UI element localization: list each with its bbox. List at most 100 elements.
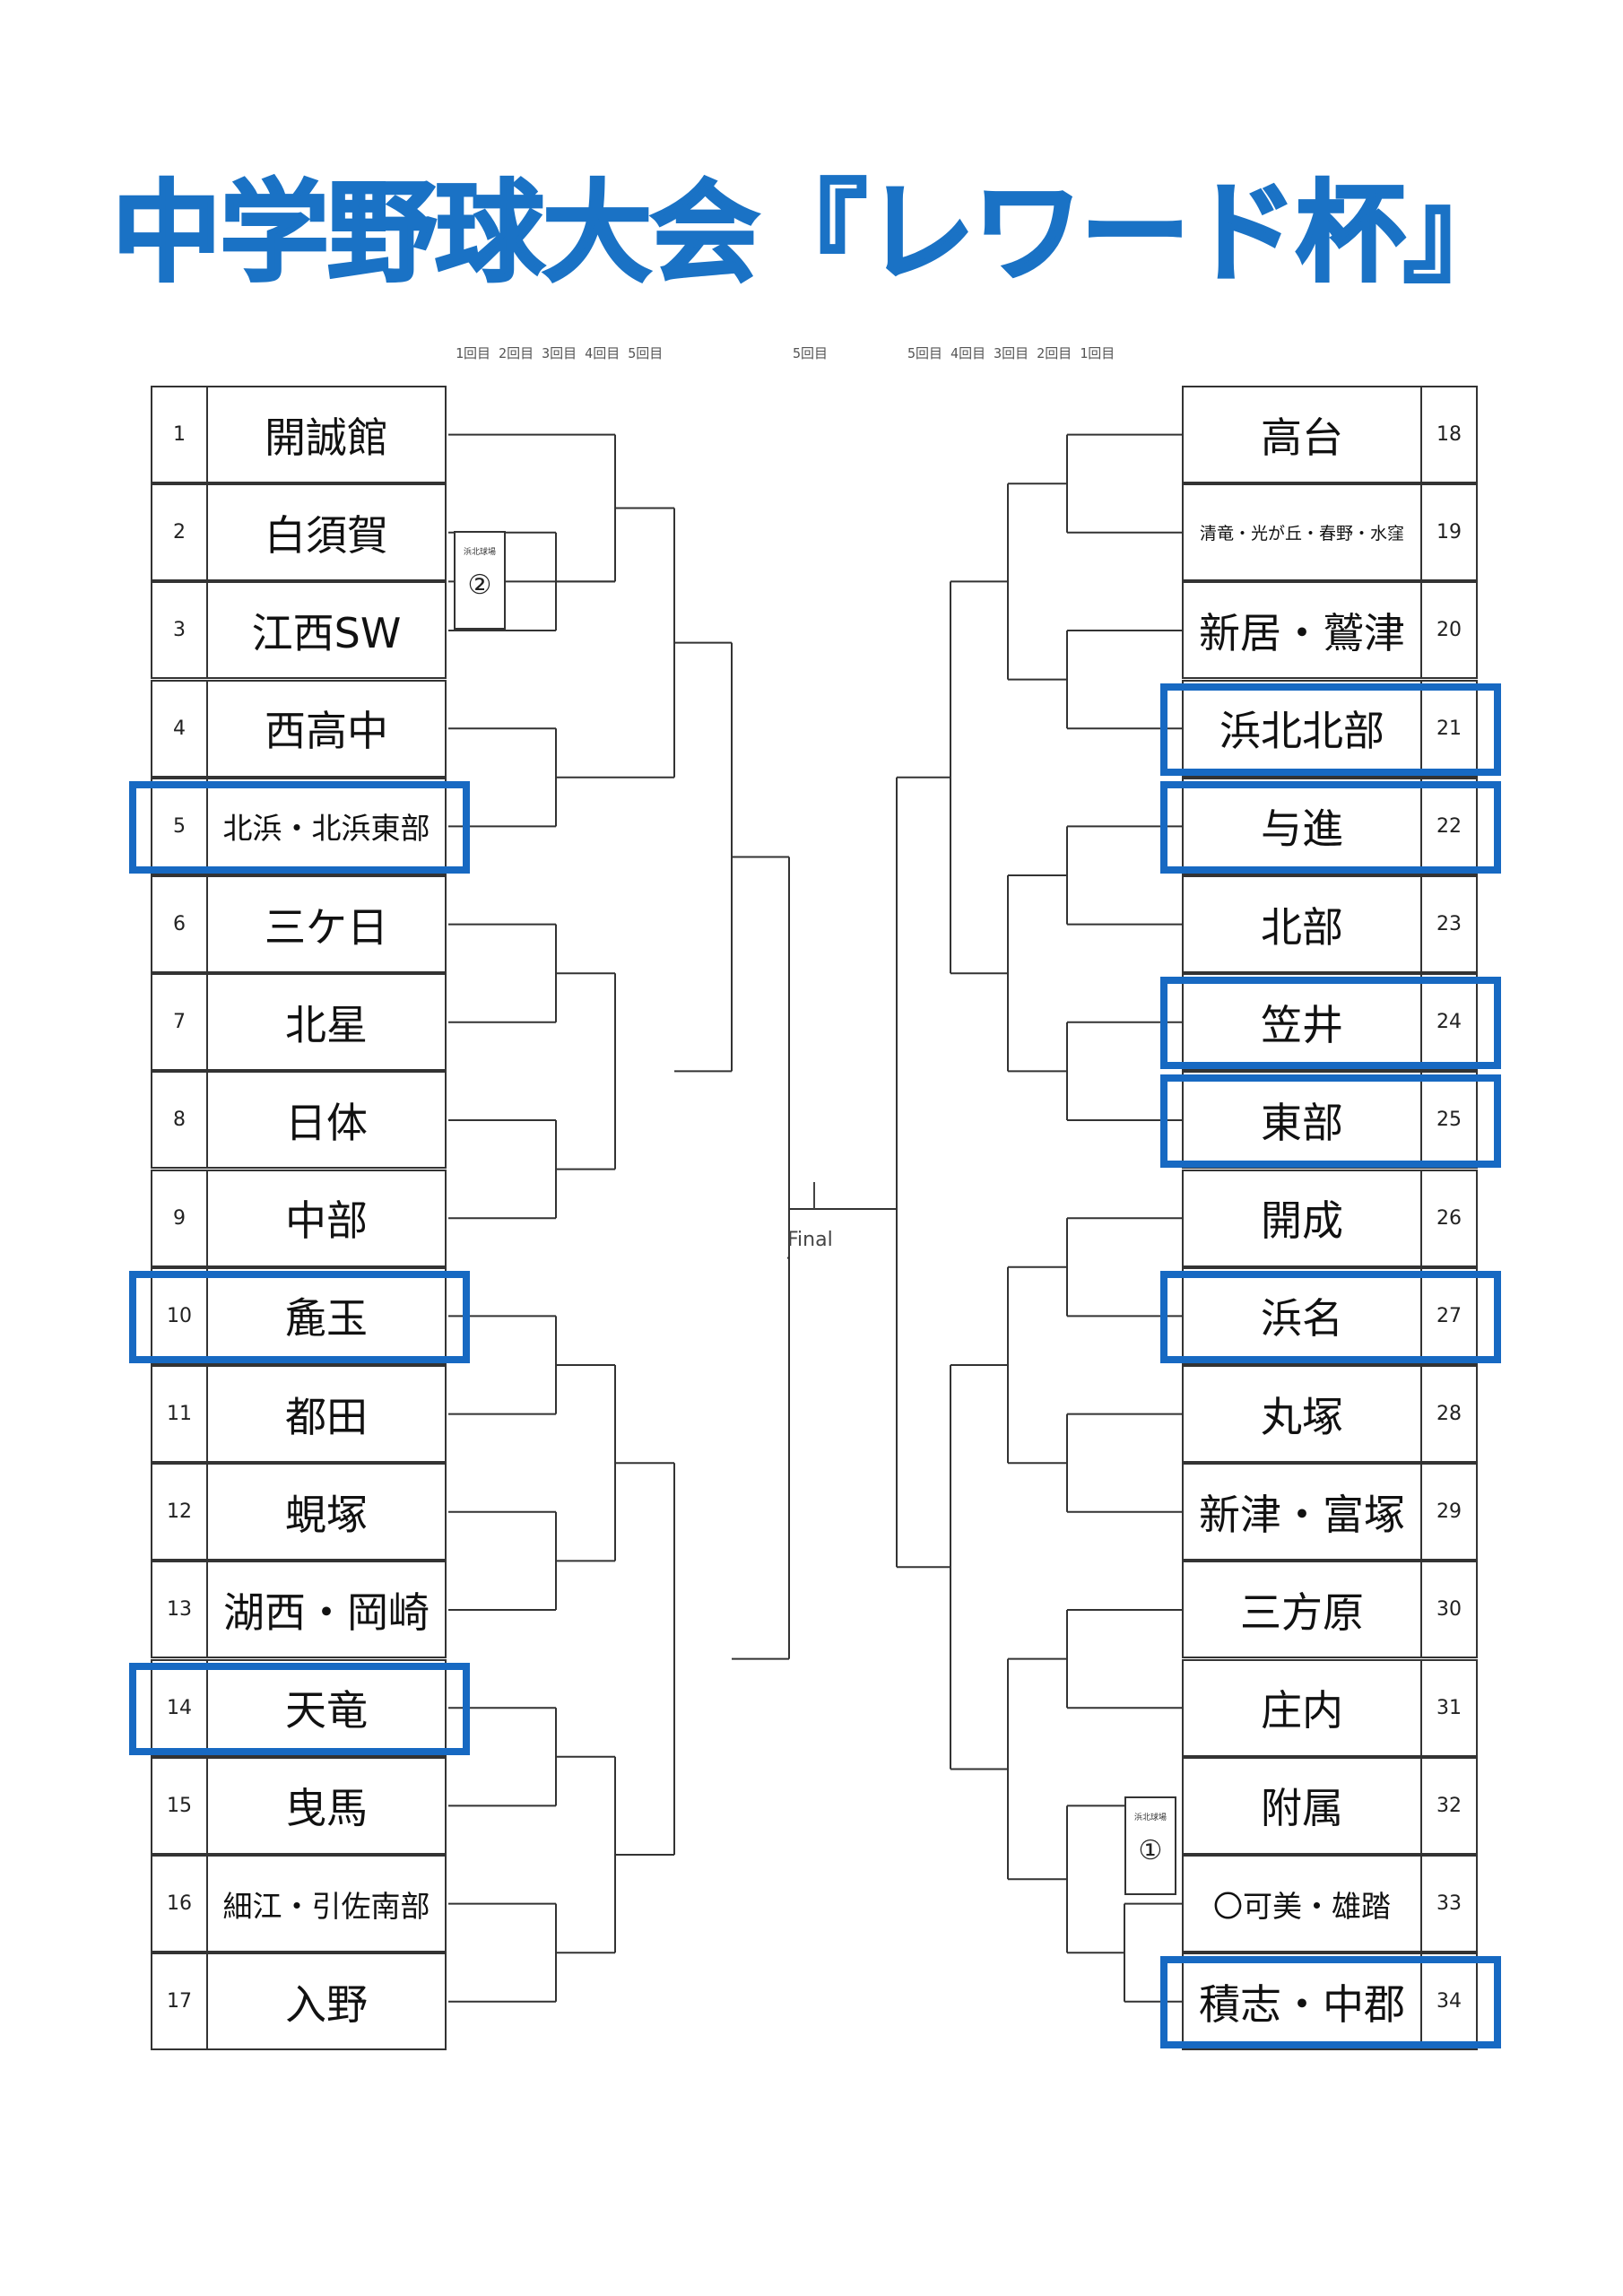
team-number: 21 (1420, 679, 1478, 778)
round-header-final: 5回目 (793, 345, 829, 361)
team-name: 笠井 (1182, 973, 1422, 1072)
team-name: 東部 (1182, 1071, 1422, 1170)
team-number: 10 (151, 1266, 208, 1365)
team-name: 麁玉 (206, 1266, 447, 1365)
team-number: 26 (1420, 1169, 1478, 1267)
team-number: 15 (151, 1756, 208, 1855)
team-name: 湖西・岡崎 (206, 1561, 447, 1659)
team-name: 細江・引佐南部 (206, 1855, 447, 1952)
seed-venue-label: 浜北球場 (463, 548, 496, 557)
seed-venue-label: 浜北球場 (1133, 1813, 1167, 1822)
team-number: 29 (1420, 1463, 1478, 1561)
team-number: 27 (1420, 1266, 1478, 1365)
seed-box-left: 浜北球場 ② (454, 531, 506, 630)
team-number: 34 (1420, 1952, 1478, 2051)
team-number: 30 (1420, 1561, 1478, 1659)
team-name: 北星 (206, 973, 447, 1072)
team-name: 江西SW (206, 581, 447, 680)
team-name: 〇可美・雄踏 (1182, 1855, 1422, 1952)
round-header-right: 5回目 4回目 3回目 2回目 1回目 (907, 345, 1115, 361)
team-name: 附属 (1182, 1756, 1422, 1855)
seed-number: ① (1138, 1835, 1163, 1866)
team-name: 清竜・光が丘・春野・水窪 (1182, 483, 1422, 582)
team-name: 三方原 (1182, 1561, 1422, 1659)
seed-box-right: 浜北球場 ① (1124, 1796, 1176, 1895)
team-number: 32 (1420, 1756, 1478, 1855)
team-name: 北浜・北浜東部 (206, 777, 447, 875)
team-name: 浜北北部 (1182, 679, 1422, 778)
team-number: 7 (151, 973, 208, 1072)
team-name: 白須賀 (206, 483, 447, 582)
team-number: 9 (151, 1169, 208, 1267)
team-number: 18 (1420, 386, 1478, 483)
team-name: 日体 (206, 1071, 447, 1170)
team-name: 積志・中郡 (1182, 1952, 1422, 2051)
team-number: 22 (1420, 777, 1478, 875)
team-number: 12 (151, 1463, 208, 1561)
team-name: 入野 (206, 1952, 447, 2051)
team-number: 20 (1420, 581, 1478, 680)
team-number: 5 (151, 777, 208, 875)
team-number: 11 (151, 1365, 208, 1463)
team-name: 西高中 (206, 679, 447, 778)
team-name: 開成 (1182, 1169, 1422, 1267)
team-number: 17 (151, 1952, 208, 2051)
team-name: 都田 (206, 1365, 447, 1463)
team-number: 3 (151, 581, 208, 680)
team-number: 23 (1420, 875, 1478, 973)
team-number: 8 (151, 1071, 208, 1170)
team-number: 28 (1420, 1365, 1478, 1463)
team-number: 2 (151, 483, 208, 582)
team-number: 4 (151, 679, 208, 778)
final-tick (813, 1182, 815, 1209)
team-name: 丸塚 (1182, 1365, 1422, 1463)
team-number: 33 (1420, 1855, 1478, 1952)
team-number: 13 (151, 1561, 208, 1659)
page-title: 中学野球大会『レワード杯』 (111, 169, 1515, 299)
team-name: 庄内 (1182, 1658, 1422, 1757)
team-name: 北部 (1182, 875, 1422, 973)
seed-number: ② (467, 570, 492, 601)
team-number: 19 (1420, 483, 1478, 582)
team-name: 与進 (1182, 777, 1422, 875)
team-number: 14 (151, 1658, 208, 1757)
team-number: 16 (151, 1855, 208, 1952)
team-name: 新居・鷲津 (1182, 581, 1422, 680)
team-name: 曳馬 (206, 1756, 447, 1855)
round-header-left: 1回目 2回目 3回目 4回目 5回目 (456, 345, 664, 361)
team-name: 蜆塚 (206, 1463, 447, 1561)
team-number: 24 (1420, 973, 1478, 1072)
team-name: 天竜 (206, 1658, 447, 1757)
team-number: 6 (151, 875, 208, 973)
